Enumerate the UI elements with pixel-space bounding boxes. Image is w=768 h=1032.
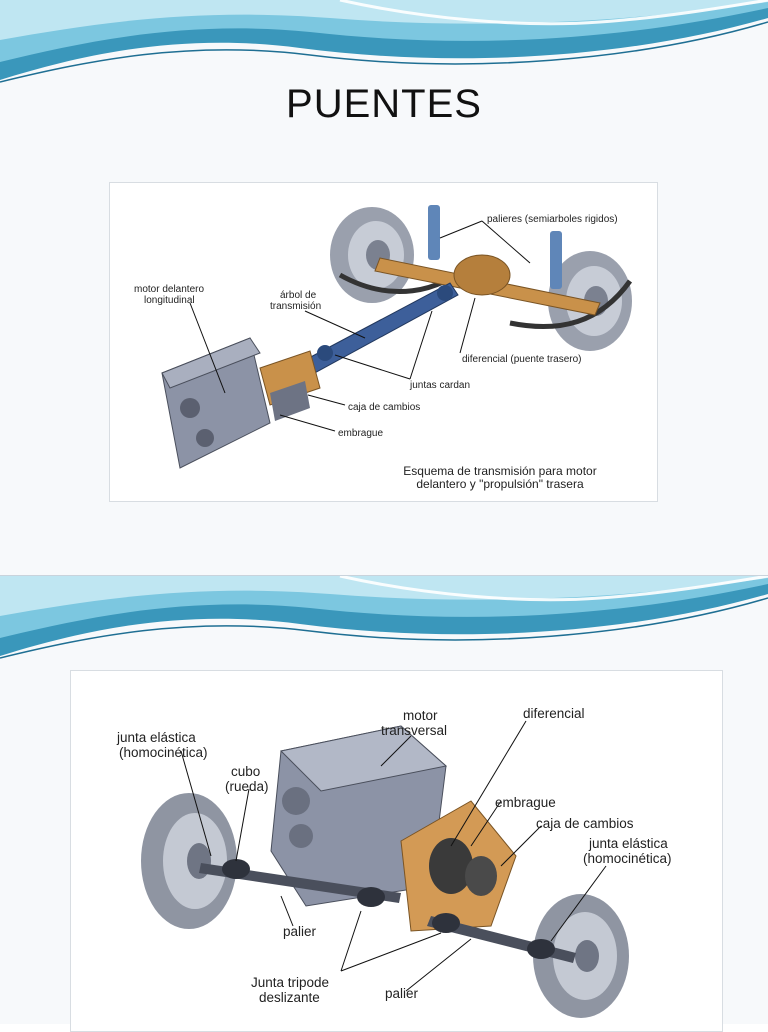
label-palier-left: palier xyxy=(283,924,317,939)
header-wave-decoration xyxy=(0,0,768,83)
label-arbol-line1: árbol de xyxy=(280,290,317,301)
label-caja-de-cambios: caja de cambios xyxy=(348,402,421,413)
label-cubo-line2: (rueda) xyxy=(225,779,269,794)
label-embrague: embrague xyxy=(338,428,384,439)
left-shock-absorber xyxy=(428,205,440,260)
clutch-housing xyxy=(429,838,473,894)
label-juntas-cardan: juntas cardan xyxy=(410,380,471,391)
label-arbol-line2: transmisión xyxy=(270,301,322,312)
label-embrague: embrague xyxy=(495,795,556,810)
front-drive-transmission-diagram: motor transversal diferencial junta elás… xyxy=(70,670,723,1032)
label-diferencial: diferencial (puente trasero) xyxy=(462,354,582,365)
label-motor-line1: motor delantero xyxy=(134,284,205,295)
label-tripode-line2: deslizante xyxy=(259,990,320,1005)
label-cubo-line1: cubo xyxy=(231,764,261,779)
label-tripode-line1: Junta tripode xyxy=(251,975,330,990)
engine-block xyxy=(161,337,310,469)
front-drive-illustration xyxy=(141,720,629,1018)
label-caja-de-cambios: caja de cambios xyxy=(536,816,634,831)
rear-cardan-joint xyxy=(437,285,453,301)
rear-drive-illustration xyxy=(161,205,633,469)
leader-lines xyxy=(180,720,607,992)
right-cv-joint xyxy=(527,939,555,959)
front-cardan-joint xyxy=(317,345,333,361)
left-wheel xyxy=(141,793,237,929)
rear-drive-transmission-diagram: palieres (semiarboles rigidos) motor del… xyxy=(109,182,658,502)
left-tripod-joint xyxy=(357,887,385,907)
slide-title: PUENTES xyxy=(286,82,482,126)
transverse-engine xyxy=(270,725,448,907)
label-motor-line2: longitudinal xyxy=(144,295,195,306)
label-junta-right-line1: junta elástica xyxy=(589,836,668,851)
label-junta-left-line2: (homocinética) xyxy=(119,745,208,760)
right-shock-absorber xyxy=(550,231,562,289)
label-motor-line2: transversal xyxy=(381,723,448,738)
label-junta-right-line2: (homocinética) xyxy=(583,851,672,866)
label-palier-right: palier xyxy=(385,986,419,1001)
label-junta-left-line1: junta elástica xyxy=(117,730,196,745)
label-palieres: palieres (semiarboles rigidos) xyxy=(487,214,618,225)
header-wave-decoration xyxy=(0,576,768,659)
left-cv-joint xyxy=(222,859,250,879)
caption-line2: delantero y "propulsión" trasera xyxy=(416,477,584,492)
right-wheel xyxy=(533,894,629,1018)
caption-line1: Esquema de transmisión para motor xyxy=(403,464,597,478)
right-tripod-joint xyxy=(432,913,460,933)
label-motor-line1: motor xyxy=(403,708,438,723)
differential-housing xyxy=(453,254,511,296)
leader-lines xyxy=(189,220,531,432)
left-half-shaft xyxy=(199,863,401,903)
label-diferencial: diferencial xyxy=(523,706,585,721)
figure-caption: Esquema de transmisión para motor delant… xyxy=(375,464,625,492)
slide-1: PUENTES xyxy=(0,0,768,576)
